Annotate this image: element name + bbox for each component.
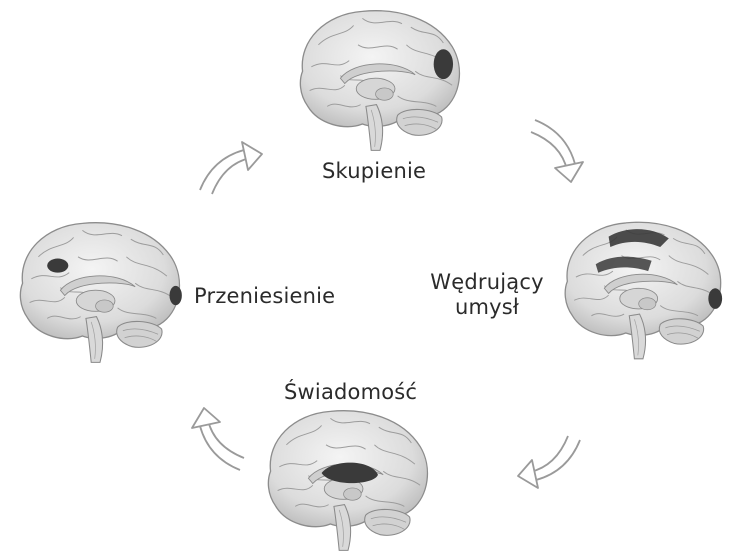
stage-label-wandering: Wędrujący umysł xyxy=(422,270,552,320)
arrow-wandering-to-awareness xyxy=(518,436,580,488)
stage-label-wandering-line1: Wędrujący xyxy=(422,270,552,295)
arrow-transfer-to-focus xyxy=(200,142,262,194)
stage-label-wandering-line2: umysł xyxy=(422,295,552,320)
brain-focus xyxy=(300,11,459,151)
stage-label-awareness: Świadomość xyxy=(284,380,417,405)
brain-awareness xyxy=(268,411,427,551)
arrow-awareness-to-transfer xyxy=(192,408,244,470)
stage-label-transfer: Przeniesienie xyxy=(194,284,335,309)
stage-label-focus: Skupienie xyxy=(322,159,426,184)
brain-transfer xyxy=(20,223,181,363)
brain-wandering xyxy=(565,222,722,359)
arrow-focus-to-wandering xyxy=(531,120,583,182)
